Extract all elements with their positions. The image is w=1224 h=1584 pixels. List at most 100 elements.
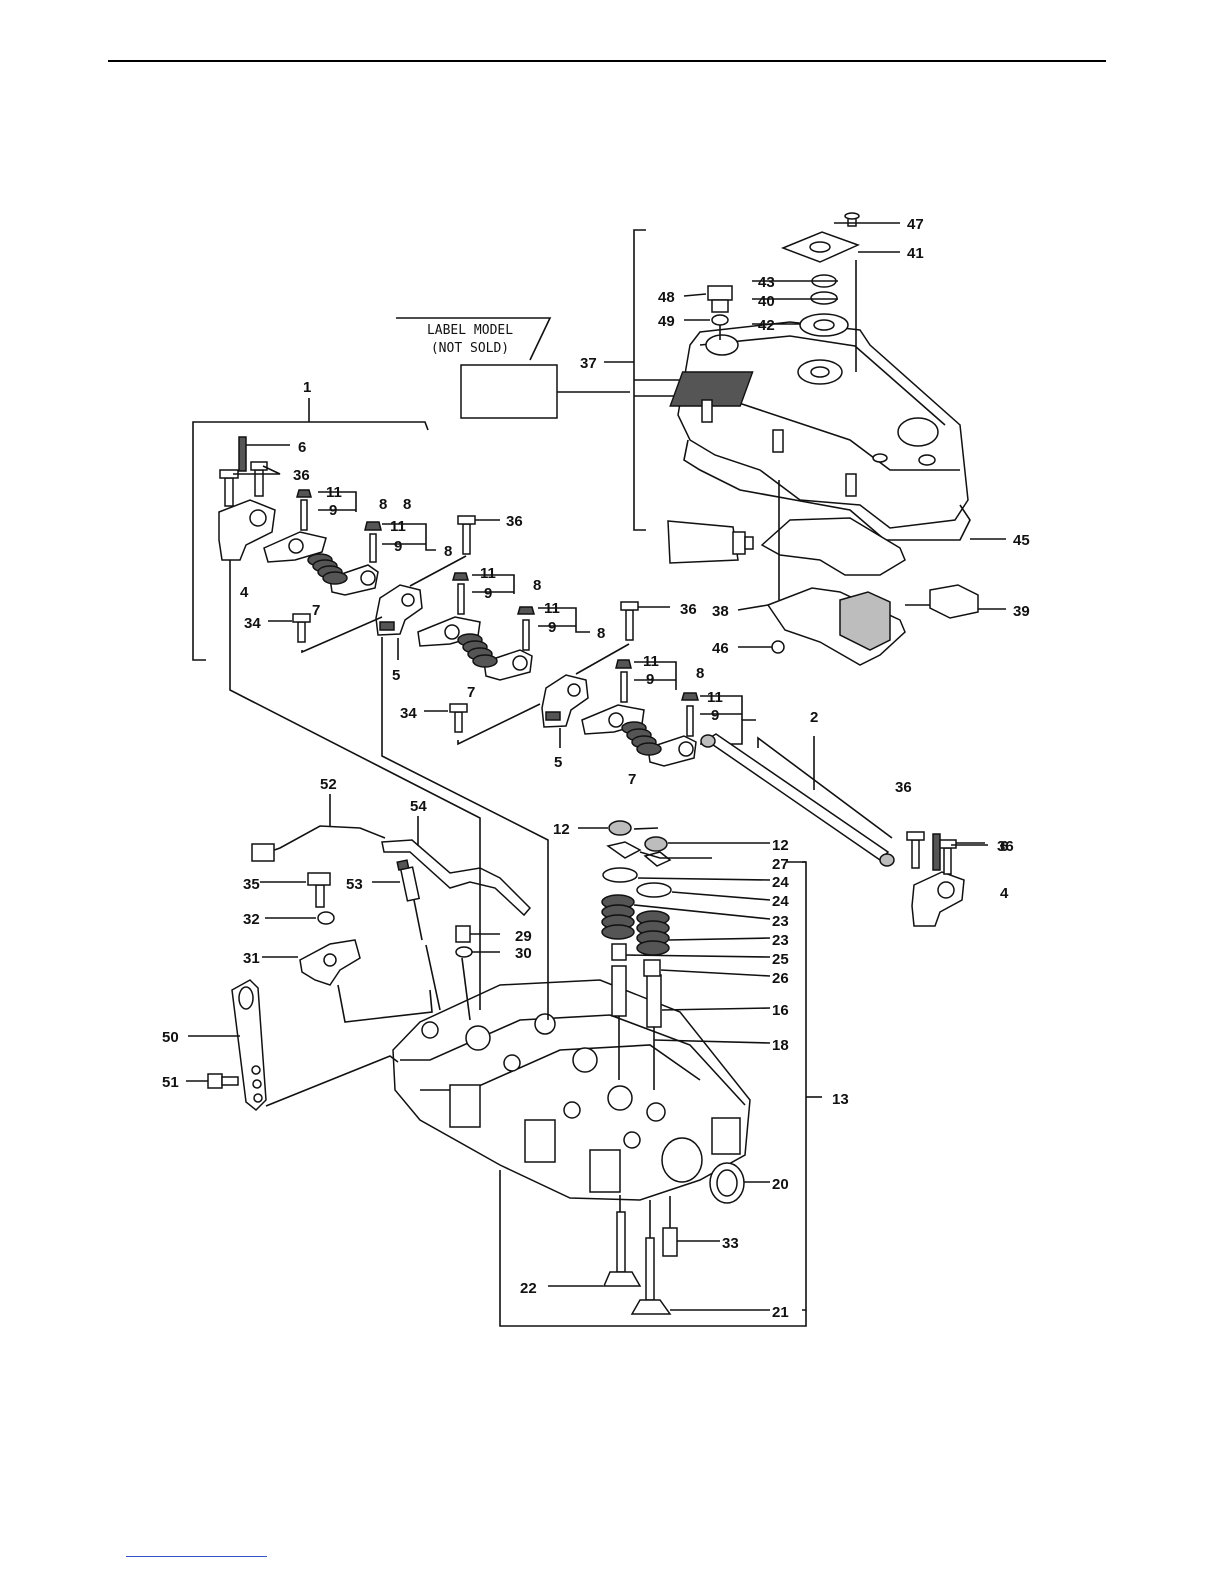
callout-49: 49 <box>658 313 675 330</box>
callout-34: 34 <box>244 615 261 632</box>
rocker-support-stud <box>239 437 246 471</box>
lifting-eye-bolt <box>208 1074 238 1088</box>
callout-37: 37 <box>580 355 597 372</box>
callout-54: 54 <box>410 798 427 815</box>
callout-20: 20 <box>772 1176 789 1193</box>
breather-valve <box>811 292 837 304</box>
plate-screw <box>772 641 784 653</box>
callout-23: 23 <box>772 913 789 930</box>
valve-spring <box>637 911 669 955</box>
cover-boss <box>898 418 938 446</box>
callout-24: 24 <box>772 874 789 891</box>
glow-plug-lead <box>260 826 385 855</box>
valve-cotter <box>608 842 640 858</box>
callout-8: 8 <box>403 496 411 513</box>
head-outlet-bore <box>662 1138 702 1182</box>
callout-9: 9 <box>329 502 337 519</box>
callout-11: 11 <box>544 600 560 617</box>
callout-11: 11 <box>643 653 659 670</box>
exhaust-port <box>712 1118 740 1154</box>
lead-connector <box>252 844 274 861</box>
callout-5: 5 <box>392 667 400 684</box>
valve-stem-seal <box>612 944 626 960</box>
callout-9: 9 <box>394 538 402 555</box>
callout-50: 50 <box>162 1029 179 1046</box>
rocker-support-stud <box>933 834 940 870</box>
callout-9: 9 <box>548 619 556 636</box>
callout-7: 7 <box>467 684 475 701</box>
lock-nut <box>297 490 311 497</box>
footer-link-underline[interactable] <box>126 1556 267 1557</box>
rocker-shaft <box>706 734 888 860</box>
callout-5: 5 <box>554 754 562 771</box>
callout-43: 43 <box>758 274 775 291</box>
callout-39: 39 <box>1013 603 1030 620</box>
valve-cap <box>609 821 631 835</box>
callout-45: 45 <box>1013 532 1030 549</box>
callout-7: 7 <box>628 771 636 788</box>
callout-34: 34 <box>400 705 417 722</box>
nozzle-gasket <box>456 947 472 957</box>
bracket-bolt <box>463 524 470 554</box>
callout-11: 11 <box>390 518 406 535</box>
callout-8: 8 <box>597 625 605 642</box>
callout-9: 9 <box>484 585 492 602</box>
callout-47: 47 <box>907 216 924 233</box>
callout-51: 51 <box>162 1074 179 1091</box>
callout-16: 16 <box>772 1002 789 1019</box>
cylinder-head-group <box>186 580 822 1326</box>
oil-filler-port <box>706 335 738 355</box>
callout-29: 29 <box>515 928 532 945</box>
bracket-set-bolt <box>298 622 305 642</box>
callout-11: 11 <box>707 689 723 706</box>
callout-9: 9 <box>646 671 654 688</box>
callout-40: 40 <box>758 293 775 310</box>
callout-2: 2 <box>810 709 818 726</box>
callout-36: 36 <box>506 513 523 530</box>
valve-spring <box>602 895 634 939</box>
callout-21: 21 <box>772 1304 789 1321</box>
callout-18: 18 <box>772 1037 789 1054</box>
retainer-washer <box>318 912 334 924</box>
callout-12: 12 <box>553 821 570 838</box>
callout-48: 48 <box>658 289 675 306</box>
callout-25: 25 <box>772 951 789 968</box>
callout-41: 41 <box>907 245 924 262</box>
callout-36: 36 <box>895 779 912 796</box>
rocker-spring <box>308 554 347 584</box>
rocker-spring <box>622 722 661 755</box>
callout-12: 12 <box>772 837 789 854</box>
callout-13: 13 <box>832 1091 849 1108</box>
callout-26: 26 <box>772 970 789 987</box>
callout-8: 8 <box>696 665 704 682</box>
model-label-plate <box>461 365 557 418</box>
callout-31: 31 <box>243 950 260 967</box>
bracket-bolt <box>626 610 633 640</box>
bracket-set-bolt <box>455 712 462 732</box>
valve-guide <box>612 966 626 1016</box>
callout-53: 53 <box>346 876 363 893</box>
callout-8: 8 <box>444 543 452 560</box>
callout-8: 8 <box>533 577 541 594</box>
callout-9: 9 <box>711 707 719 724</box>
callout-35: 35 <box>243 876 260 893</box>
callout-30: 30 <box>515 945 532 962</box>
callout-52: 52 <box>320 776 337 793</box>
callout-8: 8 <box>379 496 387 513</box>
callout-1: 1 <box>303 379 311 396</box>
bracket-bolt <box>225 478 233 506</box>
rocker-support-bracket <box>912 872 964 926</box>
callout-6: 6 <box>298 439 306 456</box>
callout-42: 42 <box>758 317 775 334</box>
callout-27: 27 <box>772 856 789 873</box>
callout-4: 4 <box>1000 885 1009 902</box>
callout-22: 22 <box>520 1280 537 1297</box>
valve-spring-retainer <box>603 868 637 882</box>
callout-23: 23 <box>772 932 789 949</box>
callout-7: 7 <box>312 602 320 619</box>
callout-4: 4 <box>240 584 249 601</box>
callout-36: 36 <box>997 838 1014 855</box>
breather-plate-gasket <box>762 518 905 575</box>
label-model-line2: (NOT SOLD) <box>431 341 509 356</box>
